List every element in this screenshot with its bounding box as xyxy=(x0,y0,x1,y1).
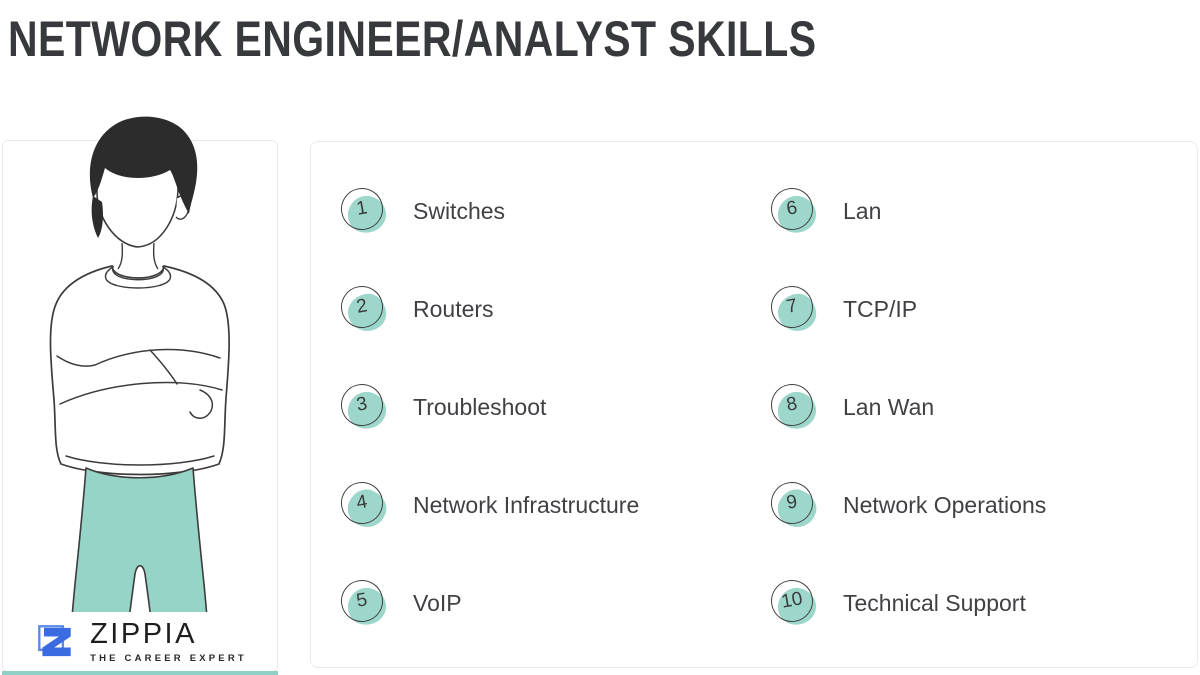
brand-tagline: THE CAREER EXPERT xyxy=(90,652,247,664)
skill-number-badge: 3 xyxy=(337,380,390,434)
skill-label: Switches xyxy=(413,197,506,224)
zippia-z-icon xyxy=(38,624,71,656)
skill-label: TCP/IP xyxy=(843,295,918,322)
skill-number-badge: 9 xyxy=(767,478,822,534)
person-card xyxy=(2,140,278,672)
skill-item: 6 Lan xyxy=(767,184,1046,238)
skill-label: Lan xyxy=(843,197,882,224)
skill-number-badge: 2 xyxy=(337,282,389,334)
skill-item: 1 Switches xyxy=(337,184,639,238)
skill-number-badge: 8 xyxy=(767,380,820,434)
skill-label: Lan Wan xyxy=(843,393,935,420)
brand-name: ZIPPIA xyxy=(90,617,197,650)
skill-label: Technical Support xyxy=(843,589,1026,616)
skill-label: Routers xyxy=(413,295,494,322)
skill-item: 5 VoIP xyxy=(337,576,639,630)
zippia-logo[interactable]: ZIPPIA THE CAREER EXPERT xyxy=(3,612,277,671)
skill-label: Network Infrastructure xyxy=(413,491,640,518)
skills-card: 1 Switches 2 Routers 3 Troubleshoot xyxy=(310,141,1198,668)
skill-label: Network Operations xyxy=(843,491,1047,518)
page-title: NETWORK ENGINEER/ANALYST SKILLS xyxy=(8,11,817,67)
skills-column-left: 1 Switches 2 Routers 3 Troubleshoot xyxy=(337,184,640,675)
skill-item: 10 Technical Support xyxy=(767,576,1046,630)
skills-column-right: 6 Lan 7 TCP/IP 8 Lan Wan xyxy=(767,184,1047,675)
skill-item: 8 Lan Wan xyxy=(767,380,1046,434)
skill-item: 9 Network Operations xyxy=(767,478,1047,534)
skill-item: 2 Routers xyxy=(337,282,639,334)
skill-label: VoIP xyxy=(413,589,462,616)
skill-number-badge: 5 xyxy=(337,576,390,630)
skill-number-badge: 7 xyxy=(767,282,819,334)
skill-item: 4 Network Infrastructure xyxy=(337,478,640,534)
skill-item: 7 TCP/IP xyxy=(767,282,1046,334)
skill-number-badge: 10 xyxy=(767,576,820,630)
skill-number-badge: 6 xyxy=(767,184,820,238)
skill-label: Troubleshoot xyxy=(413,393,547,420)
left-card-accent-strip xyxy=(2,671,278,675)
skill-number-badge: 1 xyxy=(337,184,390,238)
skill-number-badge: 4 xyxy=(337,478,392,534)
skill-item: 3 Troubleshoot xyxy=(337,380,639,434)
logo-text-block: ZIPPIA THE CAREER EXPERT xyxy=(90,617,247,664)
